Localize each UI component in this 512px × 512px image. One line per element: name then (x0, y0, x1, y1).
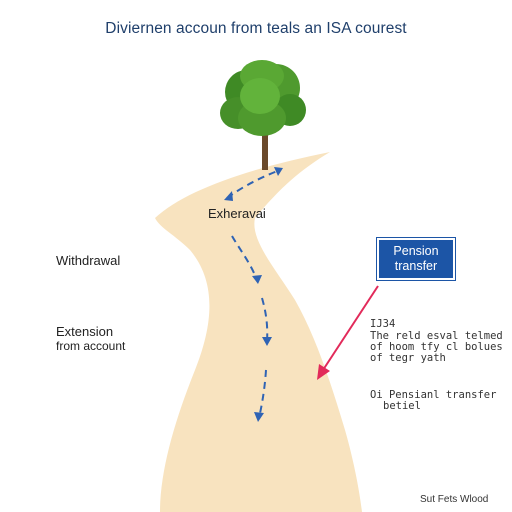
withdrawal-label: Withdrawal (56, 253, 121, 268)
path-label-top: Exheravai (208, 206, 266, 221)
arrowheads-blue (224, 167, 283, 422)
pension-transfer-arrow (317, 285, 379, 380)
note-line-3: of tegr yath (370, 352, 446, 364)
corner-credit: Sut Fets Wlood (420, 494, 489, 505)
pension-box-line1: Pension (393, 244, 439, 258)
pension-box-line2: transfer (394, 259, 438, 273)
note-bottom-line-1: Oi Pensianl transfer (370, 389, 497, 401)
tree-icon (220, 60, 306, 170)
pension-transfer-box: Pension transfer (376, 237, 456, 281)
note-line-1: The reld esval telmed (370, 330, 503, 342)
note-bottom-line-2: betiel (383, 400, 421, 412)
winding-path (155, 152, 362, 512)
diagram-title: Diviernen accoun from teals an ISA coure… (105, 20, 407, 37)
extension-subtext: from account (56, 339, 126, 353)
extension-label: Extension (56, 324, 114, 339)
note-heading: IJ34 (370, 318, 396, 330)
note-line-2: of hoom tfy cl bolues (370, 341, 503, 353)
